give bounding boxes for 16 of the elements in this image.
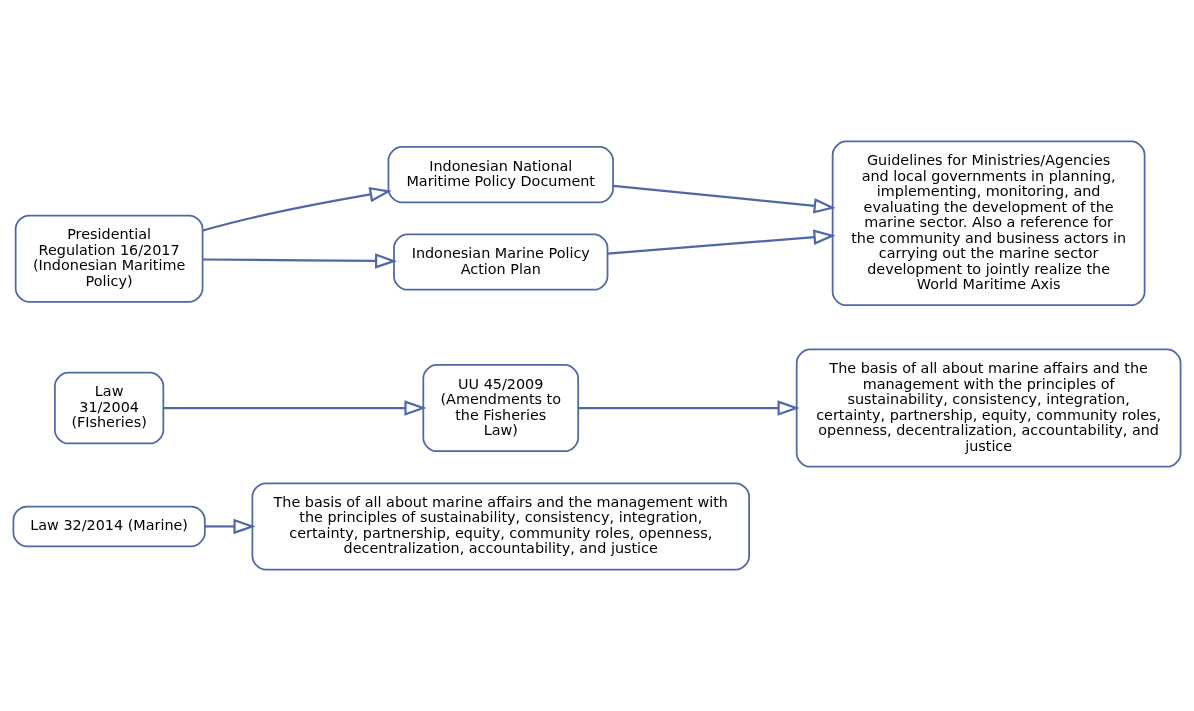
arrow bbox=[203, 253, 398, 269]
arrow bbox=[578, 400, 800, 416]
arrow bbox=[205, 518, 256, 535]
node-box: Indonesian Marine Policy Action Plan bbox=[393, 233, 609, 291]
arrow bbox=[607, 229, 836, 255]
node-box: Guidelines for Ministries/Agencies and local governments in planning, implementing, monitoring, and evaluating the development of the marine sector. Also a reference for the community and business actors in carrying out the marine sector development to jointly realize the World Maritime Axis bbox=[831, 140, 1146, 307]
node-box: Law 31/2004 (FIsheries) bbox=[54, 371, 165, 445]
node-box: The basis of all about marine affairs and the management with the principles of sustainability, consistency, integration, certainty, partnership, equity, community roles, openness, decentralization, accountability, and justice bbox=[251, 482, 750, 571]
arrow bbox=[202, 186, 392, 232]
node-box: The basis of all about marine affairs and the management with the principles of sustainability, consistency, integration, certainty, partnership, equity, community roles, openness, decentralization, accountability, and justice bbox=[795, 348, 1182, 468]
arrow bbox=[163, 400, 427, 416]
node-box: Presidential Regulation 16/2017 (Indonesian Maritime Policy) bbox=[14, 214, 204, 303]
node-box: Indonesian National Maritime Policy Document bbox=[387, 146, 614, 204]
arrow bbox=[613, 184, 836, 214]
node-box: UU 45/2009 (Amendments to the Fisheries Law) bbox=[422, 364, 580, 453]
node-box: Law 32/2014 (Marine) bbox=[12, 505, 206, 548]
